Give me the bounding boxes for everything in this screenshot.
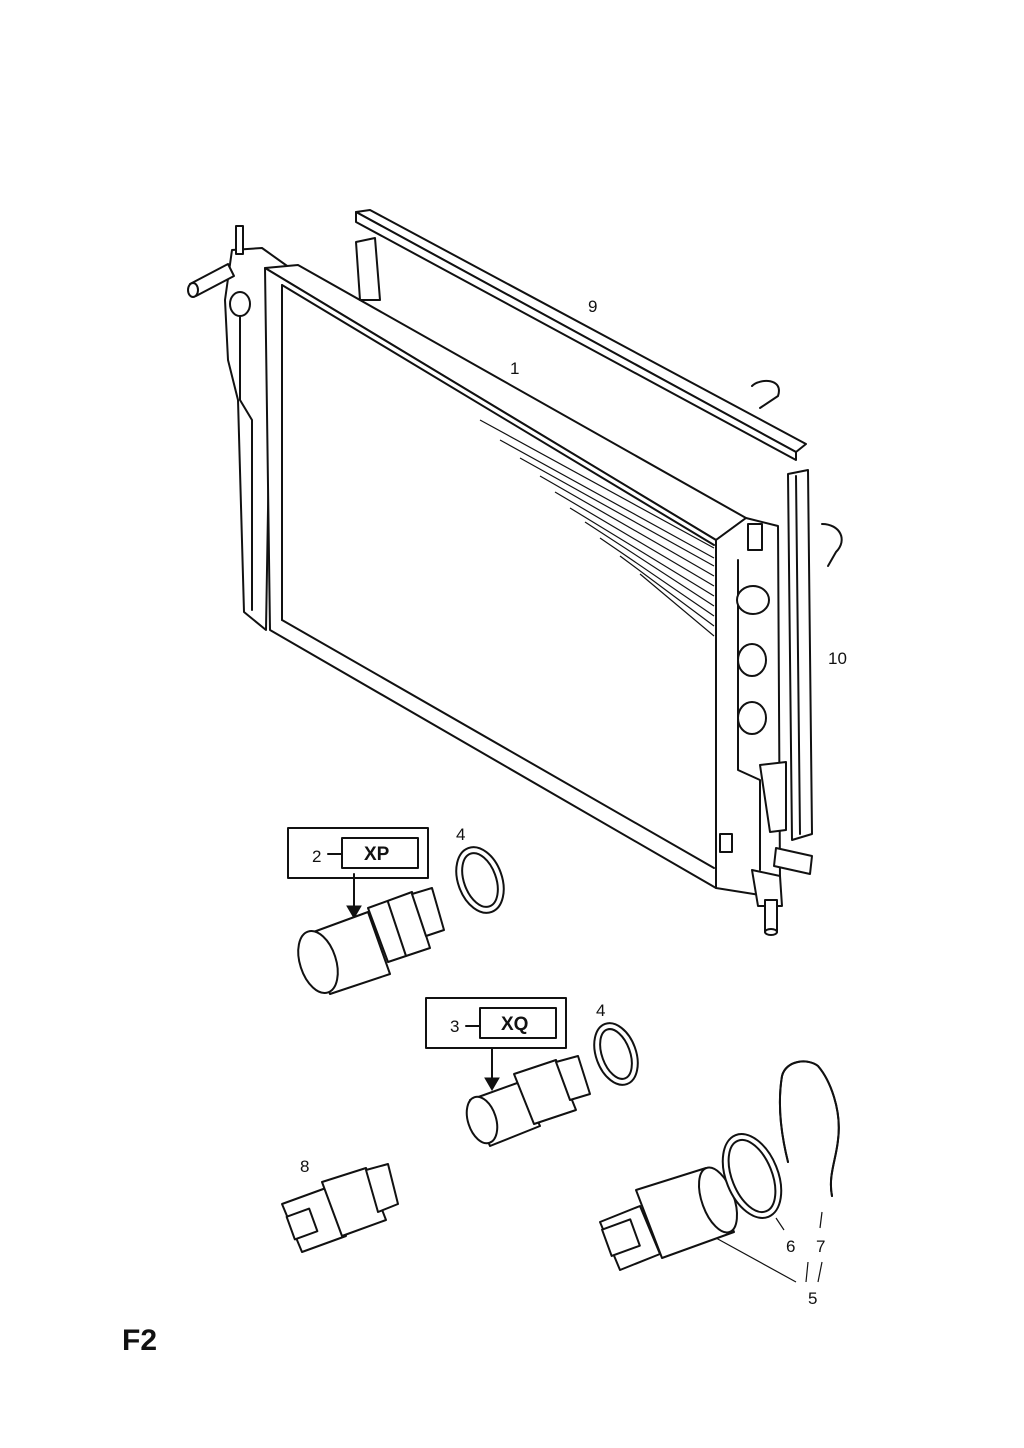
seal-ring-upper (455, 846, 505, 914)
switch-xq-assembly (425, 997, 591, 1147)
variant-box-xq (479, 1007, 557, 1039)
ring-6 (721, 1133, 783, 1219)
leader-lines (715, 1211, 823, 1283)
code-xq: XQ (501, 1014, 528, 1035)
callout-8: 8 (300, 1157, 309, 1176)
callout-9: 9 (588, 297, 597, 316)
variant-box-xp (341, 837, 419, 869)
radiator (187, 225, 787, 936)
figure-label: F2 (122, 1324, 157, 1357)
sensor-8 (281, 1163, 399, 1253)
switch-xp-assembly (287, 827, 445, 995)
callout-10: 10 (828, 649, 847, 668)
callout-6: 6 (786, 1237, 795, 1256)
seal-strip-top (355, 209, 807, 461)
callout-4a: 4 (456, 825, 465, 844)
callout-4b: 4 (596, 1001, 605, 1020)
seal-ring-lower (593, 1022, 639, 1086)
clip-7 (779, 1060, 840, 1197)
callout-1: 1 (510, 359, 519, 378)
callout-2: 2 (312, 847, 321, 866)
callout-5: 5 (808, 1289, 817, 1308)
code-xp: XP (364, 844, 390, 865)
seal-strip-side (773, 469, 843, 875)
sensor-5-assembly (599, 1060, 840, 1271)
radiator-fin-shading (479, 419, 715, 637)
callout-3: 3 (450, 1017, 459, 1036)
callout-7: 7 (816, 1237, 825, 1256)
